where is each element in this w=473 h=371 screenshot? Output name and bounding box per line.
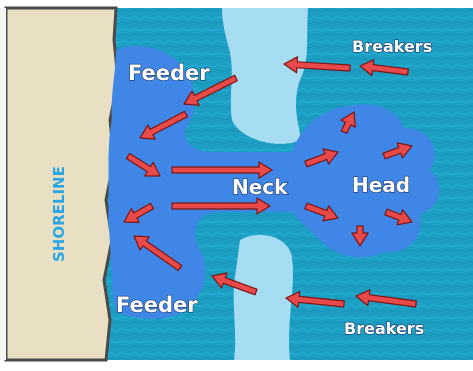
- feeder-bottom-label: Feeder: [116, 293, 198, 317]
- left-edge: [0, 8, 6, 360]
- breakers-bottom-label: Breakers: [344, 319, 424, 338]
- sandbar-bottom: [234, 235, 293, 360]
- neck-label: Neck: [232, 175, 288, 199]
- shoreline-label: SHORELINE: [50, 166, 68, 262]
- head-label: Head: [352, 173, 410, 197]
- breakers-top-label: Breakers: [352, 37, 432, 56]
- feeder-top-label: Feeder: [128, 61, 210, 85]
